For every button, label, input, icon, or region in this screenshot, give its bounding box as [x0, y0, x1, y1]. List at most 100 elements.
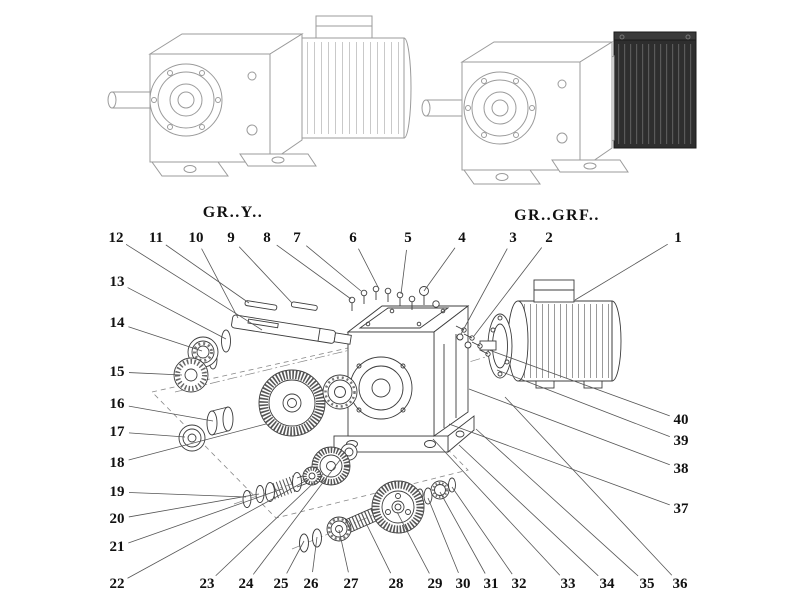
callout-34: 34	[600, 576, 616, 592]
foot-right	[239, 153, 317, 167]
oil-plug	[557, 79, 567, 89]
foot-left	[151, 161, 229, 177]
motor-assembly	[479, 279, 622, 389]
leader-line-4	[423, 247, 456, 292]
motor-foot	[583, 380, 603, 389]
callout-6: 6	[349, 230, 357, 246]
drain-plug	[246, 124, 258, 136]
leader-line-5	[400, 249, 407, 295]
output-shaft-assembly	[299, 477, 456, 553]
leader-line-30	[427, 497, 459, 574]
callout-32: 32	[512, 576, 527, 592]
leader-line-20	[128, 493, 260, 518]
gear-housing	[333, 305, 475, 453]
washer	[464, 341, 472, 349]
sleeve	[206, 410, 218, 436]
leader-line-34	[458, 444, 599, 577]
leader-line-25	[286, 540, 305, 574]
large-gear-set	[178, 369, 358, 452]
variant-label-right: GR..GRF..	[514, 207, 600, 224]
pinion-shaft-assembly	[242, 466, 322, 508]
callout-28: 28	[389, 576, 404, 592]
spacer-ring	[423, 487, 433, 505]
callout-3: 3	[509, 230, 517, 246]
callout-35: 35	[640, 576, 655, 592]
callout-30: 30	[456, 576, 471, 592]
callout-5: 5	[404, 230, 412, 246]
leader-line-40	[488, 349, 670, 417]
leader-line-26	[312, 536, 318, 573]
spacer-ring	[221, 329, 231, 353]
leader-line-39	[496, 369, 670, 438]
callout-15: 15	[110, 364, 125, 380]
leader-line-27	[338, 529, 349, 573]
callout-27: 27	[344, 576, 360, 592]
key	[244, 300, 278, 311]
callout-23: 23	[200, 576, 215, 592]
callout-31: 31	[484, 576, 499, 592]
callout-25: 25	[274, 576, 289, 592]
washer	[456, 333, 464, 341]
callout-18: 18	[110, 455, 125, 471]
assembled-view-right	[421, 31, 697, 185]
leader-line-18	[128, 423, 267, 461]
callout-8: 8	[263, 230, 271, 246]
washer	[299, 533, 309, 553]
leader-line-7	[305, 245, 362, 292]
callout-1: 1	[674, 230, 682, 246]
foot-right	[551, 159, 629, 173]
callout-10: 10	[189, 230, 204, 246]
callout-29: 29	[428, 576, 443, 592]
washer	[255, 485, 265, 503]
oil-plug	[247, 71, 257, 81]
callout-7: 7	[293, 230, 301, 246]
callout-24: 24	[239, 576, 255, 592]
leader-line-11	[165, 244, 250, 304]
leader-line-21	[128, 488, 283, 544]
housing-side-face	[579, 41, 613, 171]
exploded-view	[151, 279, 622, 553]
output-shaft	[111, 91, 151, 109]
callout-2: 2	[545, 230, 553, 246]
leader-line-10	[201, 248, 239, 319]
leader-line-2	[473, 247, 543, 337]
callout-39: 39	[674, 433, 689, 449]
shaft-step	[333, 332, 352, 345]
callout-26: 26	[304, 576, 320, 592]
leader-line-37	[448, 423, 670, 506]
bolt	[384, 287, 392, 295]
leader-line-36	[504, 396, 673, 576]
leader-line-28	[363, 518, 392, 574]
callout-37: 37	[674, 501, 690, 517]
motor-body	[517, 300, 613, 382]
input-bearing-set	[173, 329, 231, 393]
leader-line-15	[128, 372, 183, 376]
leader-line-9	[238, 246, 293, 304]
callout-21: 21	[110, 539, 125, 555]
callout-19: 19	[110, 484, 125, 500]
leader-line-1	[574, 243, 668, 301]
input-shaft-assembly	[231, 300, 352, 345]
leader-line-6	[358, 248, 380, 290]
callout-33: 33	[561, 576, 576, 592]
leader-line-19	[128, 492, 247, 498]
output-shaft	[425, 99, 463, 117]
leader-line-22	[127, 478, 310, 579]
motor-foot	[535, 380, 555, 389]
leader-line-16	[128, 405, 214, 422]
callout-16: 16	[110, 396, 126, 412]
callout-14: 14	[110, 315, 126, 331]
terminal-box	[533, 279, 575, 303]
callout-40: 40	[674, 412, 689, 428]
inspection-cover	[358, 307, 450, 329]
terminal-box	[315, 15, 373, 39]
leader-line-17	[128, 432, 186, 438]
leader-line-33	[432, 438, 561, 576]
leader-line-3	[460, 248, 508, 335]
variant-label-left: GR..Y..	[203, 204, 264, 221]
bolt	[360, 289, 368, 297]
callout-20: 20	[110, 511, 125, 527]
